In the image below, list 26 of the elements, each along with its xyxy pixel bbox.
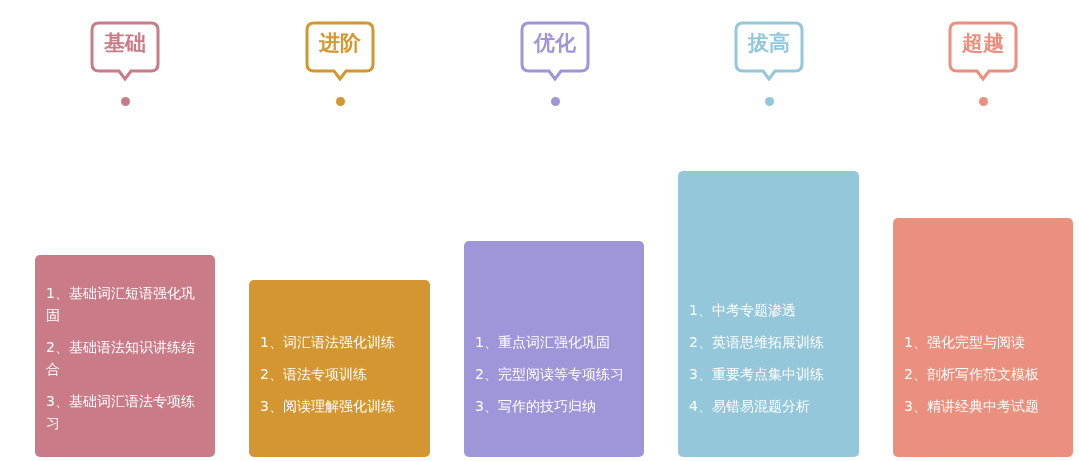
list-item: 2、完型阅读等专项练习 <box>475 365 625 384</box>
list-item: 1、中考专题渗透 <box>689 301 797 320</box>
stage-heading: 进阶 <box>318 30 362 56</box>
list-item: 2、剖析写作范文模板 <box>904 365 1040 384</box>
list-item: 3、写作的技巧归纳 <box>475 397 597 416</box>
list-item: 1、词汇语法强化训练 <box>260 333 396 352</box>
list-item: 2、英语思维拓展训练 <box>689 333 825 352</box>
stage-heading: 优化 <box>532 30 577 56</box>
list-item: 3、精讲经典中考试题 <box>904 397 1040 416</box>
stage-heading: 超越 <box>961 30 1005 56</box>
step-bar <box>249 280 430 457</box>
list-item: 4、易错易混题分析 <box>689 397 811 416</box>
list-item: 3、基础词汇语法专项练习 <box>46 392 196 433</box>
step-bar <box>35 255 215 457</box>
list-item: 1、强化完型与阅读 <box>904 333 1026 352</box>
step-bar <box>464 241 644 457</box>
list-item: 2、基础语法知识讲练结合 <box>46 338 196 379</box>
list-item: 3、重要考点集中训练 <box>689 365 825 384</box>
step-bar <box>893 218 1073 457</box>
stage-heading: 拔高 <box>746 30 791 56</box>
list-item: 2、语法专项训练 <box>260 365 368 384</box>
list-item: 1、重点词汇强化巩固 <box>475 333 611 352</box>
list-item: 3、阅读理解强化训练 <box>260 397 396 416</box>
list-item: 1、基础词汇短语强化巩固 <box>46 284 196 325</box>
step-bar <box>678 171 859 457</box>
stage-heading: 基础 <box>103 30 147 56</box>
